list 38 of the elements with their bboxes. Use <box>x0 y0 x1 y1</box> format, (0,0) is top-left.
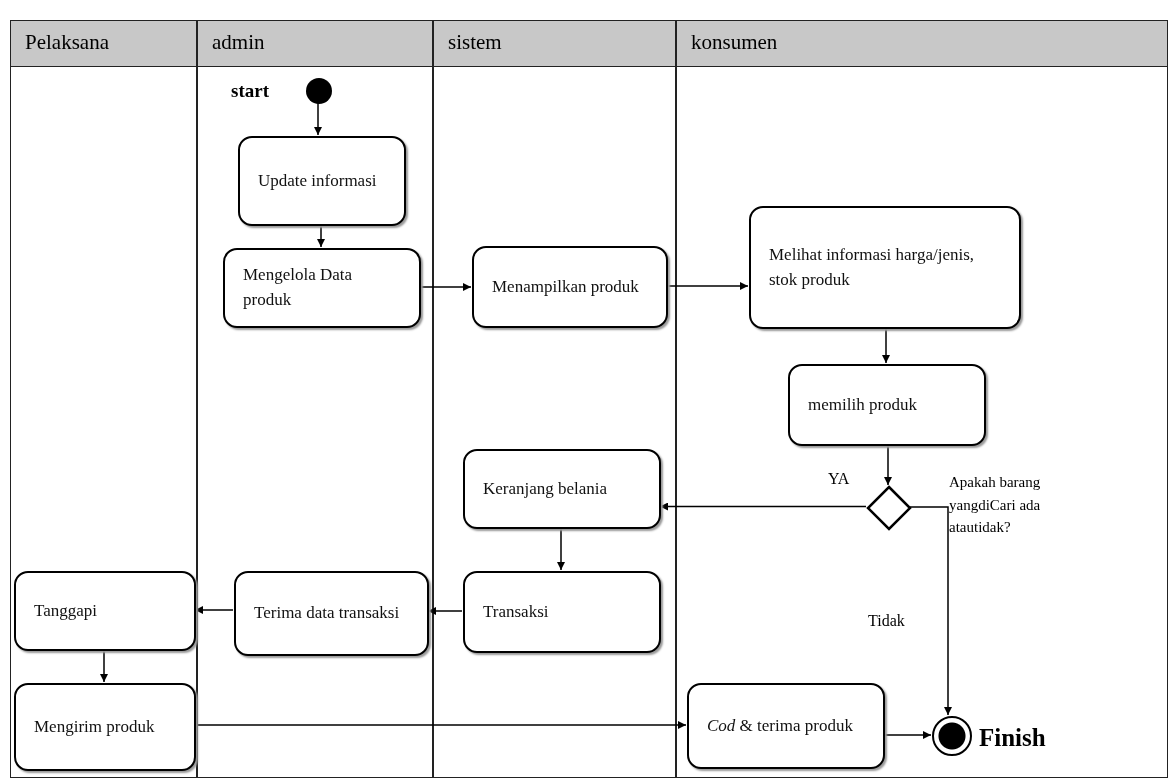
node-label: Finish <box>979 723 1047 753</box>
activity-box: memilih produk <box>788 364 986 446</box>
lane-header: Pelaksana <box>25 30 109 55</box>
activity-box: Menampilkan produk <box>472 246 668 328</box>
arrow <box>909 506 952 716</box>
lane-header: konsumen <box>691 30 778 55</box>
activity-box: Cod & terima produk <box>687 683 885 769</box>
arrow <box>883 731 932 739</box>
arrow <box>666 282 749 290</box>
activity-box: Melihat informasi harga/jenis, stok produk <box>749 206 1021 329</box>
arrow <box>194 606 234 614</box>
arrow <box>427 607 463 615</box>
activity-box: Tanggapi <box>14 571 196 651</box>
start-node <box>306 78 332 104</box>
activity-box: Mengirim produk <box>14 683 196 771</box>
activity-box: Transaksi <box>463 571 661 653</box>
arrow <box>882 327 890 364</box>
condition-text: Apakah barang yangdiCari ada atautidak? <box>949 473 1042 537</box>
activity-box: Mengelola Data produk <box>223 248 421 328</box>
swimlane <box>10 20 197 778</box>
swimlane <box>197 20 433 778</box>
arrow <box>419 283 472 291</box>
node-label: start <box>231 79 270 103</box>
swimlane <box>433 20 676 778</box>
end-node <box>932 716 972 756</box>
arrow <box>884 444 892 486</box>
arrow <box>659 502 867 511</box>
arrow <box>314 102 322 136</box>
arrow <box>194 721 687 729</box>
swimlane <box>676 20 1168 778</box>
lane-header: sistem <box>448 30 502 55</box>
arrow <box>100 649 108 683</box>
arrow <box>317 224 325 248</box>
activity-box: Keranjang belania <box>463 449 661 529</box>
lane-header: admin <box>212 30 265 55</box>
arrow <box>557 527 565 571</box>
activity-box: Update informasi <box>238 136 406 226</box>
activity-box: Terima data transaksi <box>234 571 429 656</box>
